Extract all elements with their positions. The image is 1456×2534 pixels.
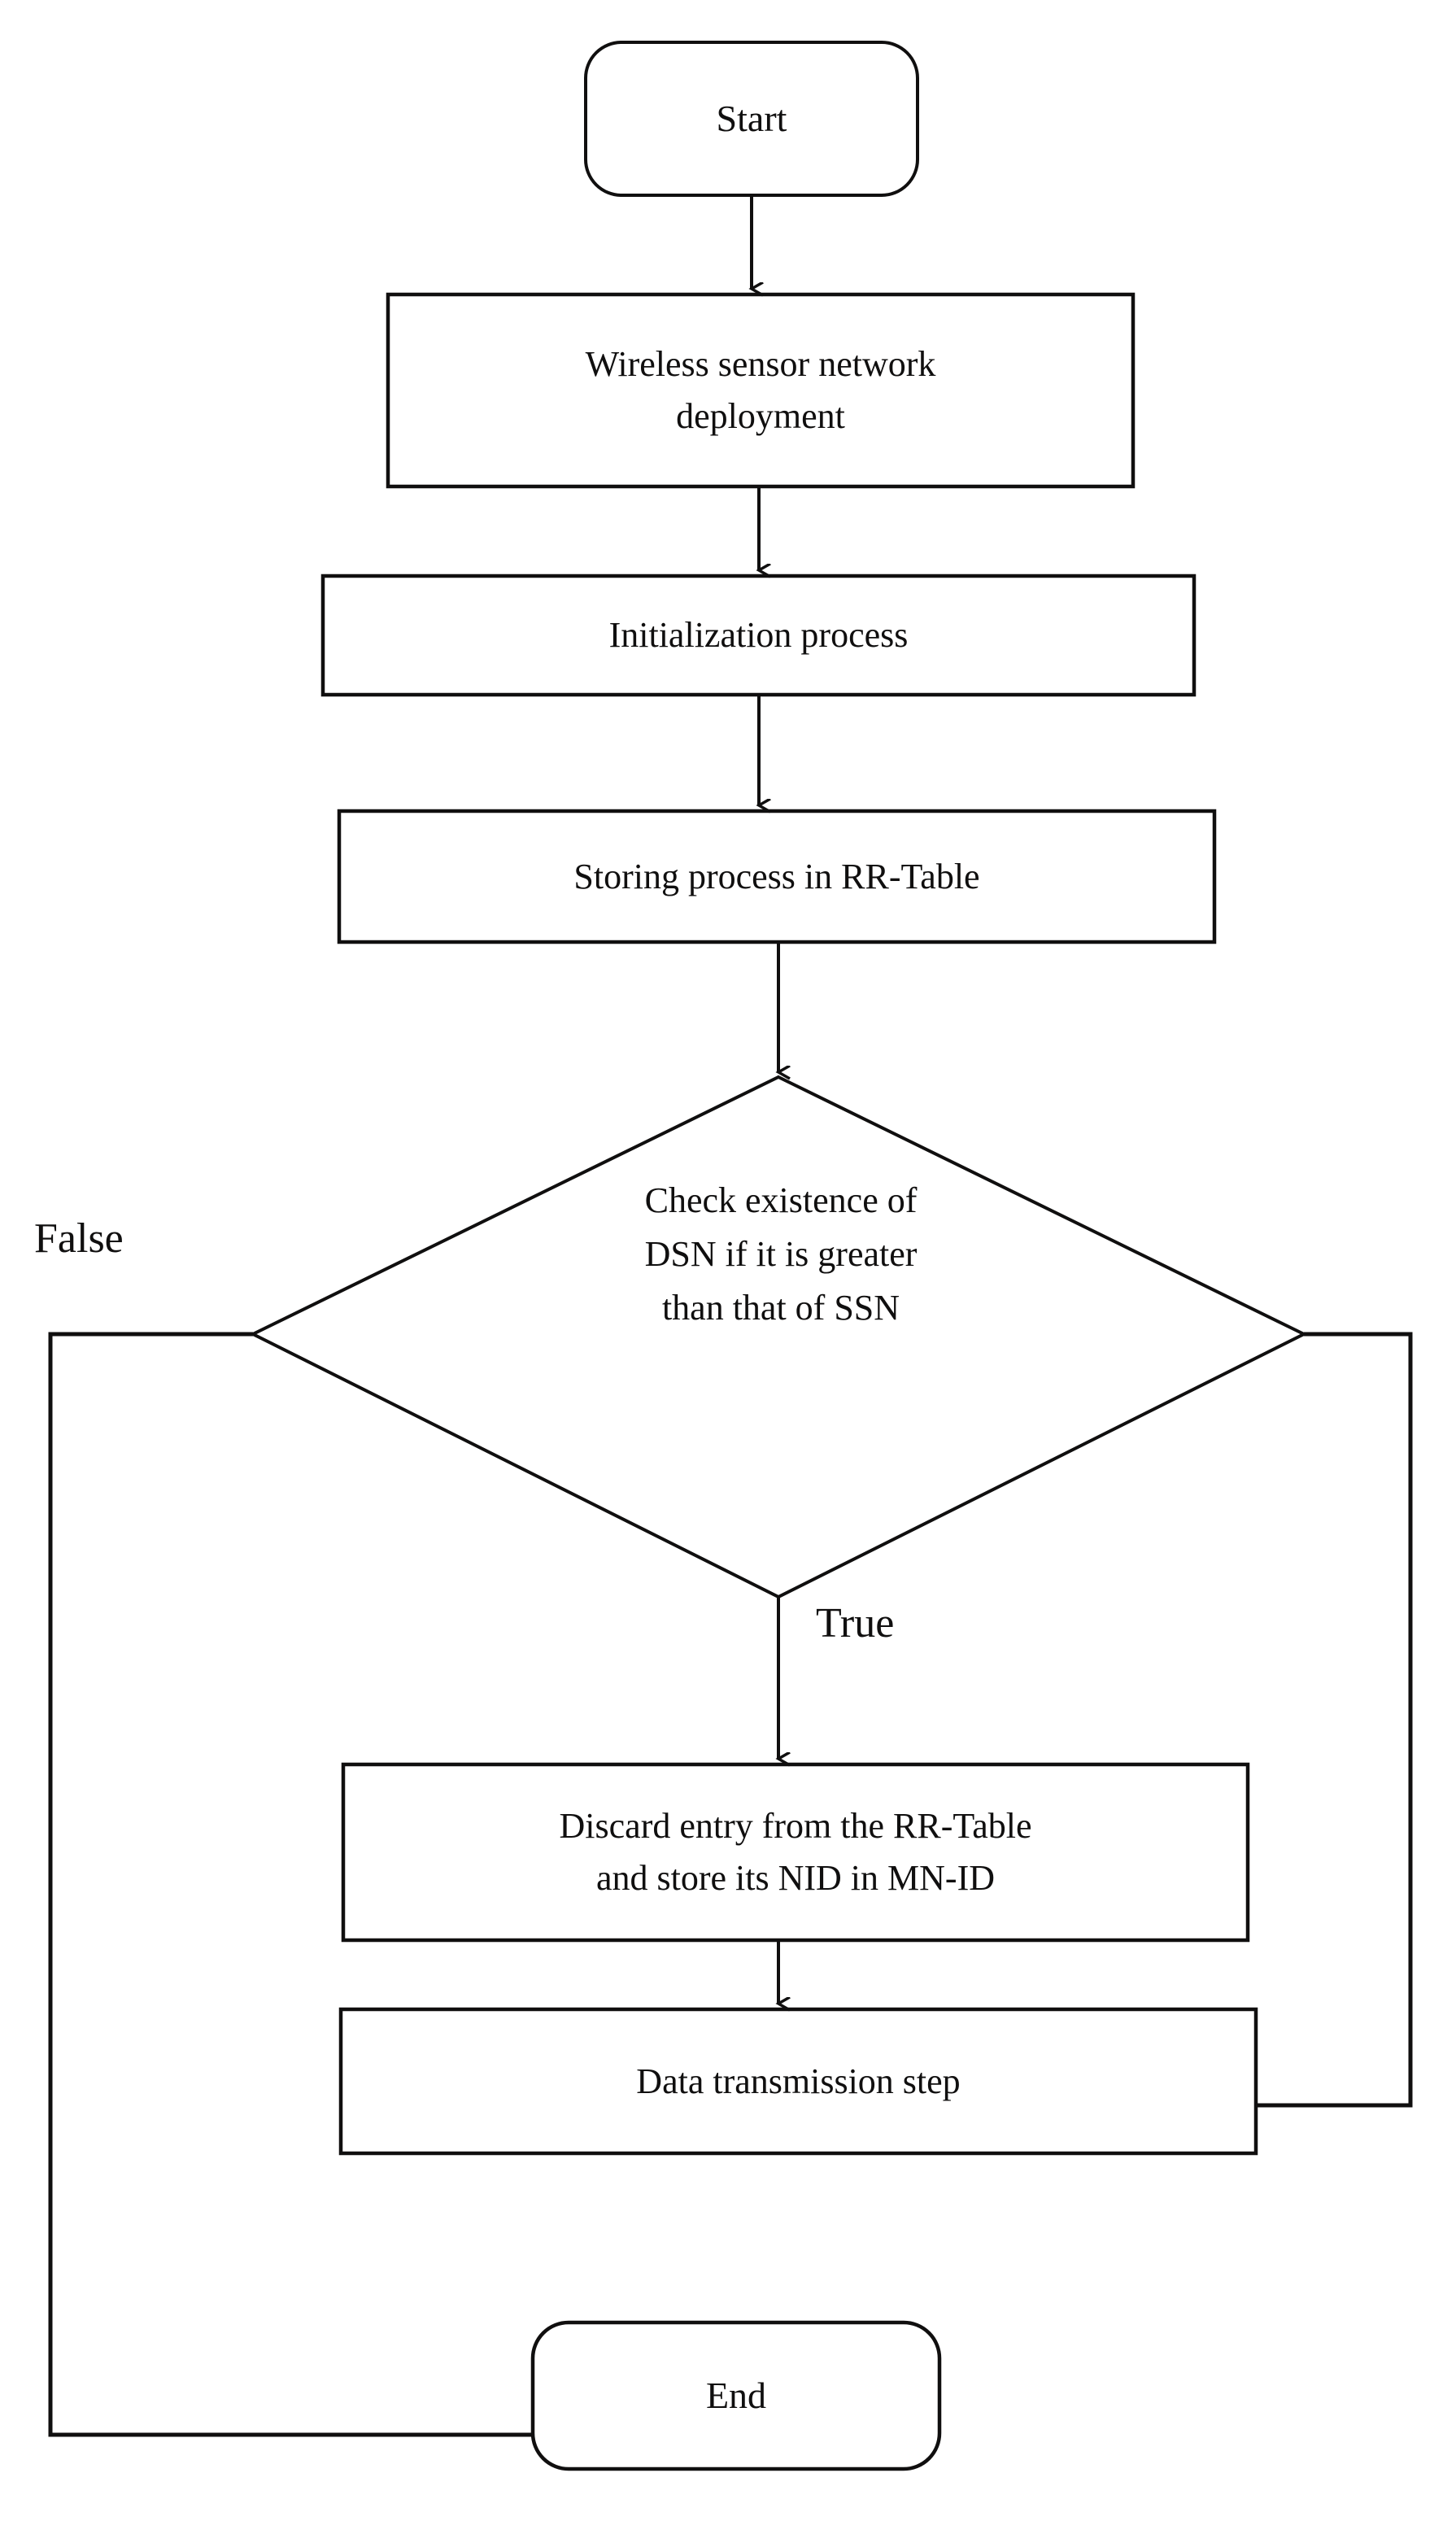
- node-discard-shape[interactable]: [341, 1762, 1250, 1943]
- node-start-shape[interactable]: [584, 41, 919, 197]
- edge-label-false: False: [34, 1215, 124, 1262]
- edge-decision-false-to-end: [48, 1332, 533, 2437]
- node-decision-shape[interactable]: [249, 1075, 1308, 1599]
- edge-label-true: True: [816, 1600, 895, 1646]
- node-storing-shape[interactable]: [337, 809, 1217, 944]
- node-initialization-shape[interactable]: [320, 574, 1197, 697]
- edge-transmission-to-decision: [1256, 1332, 1413, 2108]
- node-deployment-shape[interactable]: [386, 292, 1136, 489]
- node-end-shape[interactable]: [530, 2320, 942, 2471]
- node-transmission-shape[interactable]: [338, 2007, 1258, 2156]
